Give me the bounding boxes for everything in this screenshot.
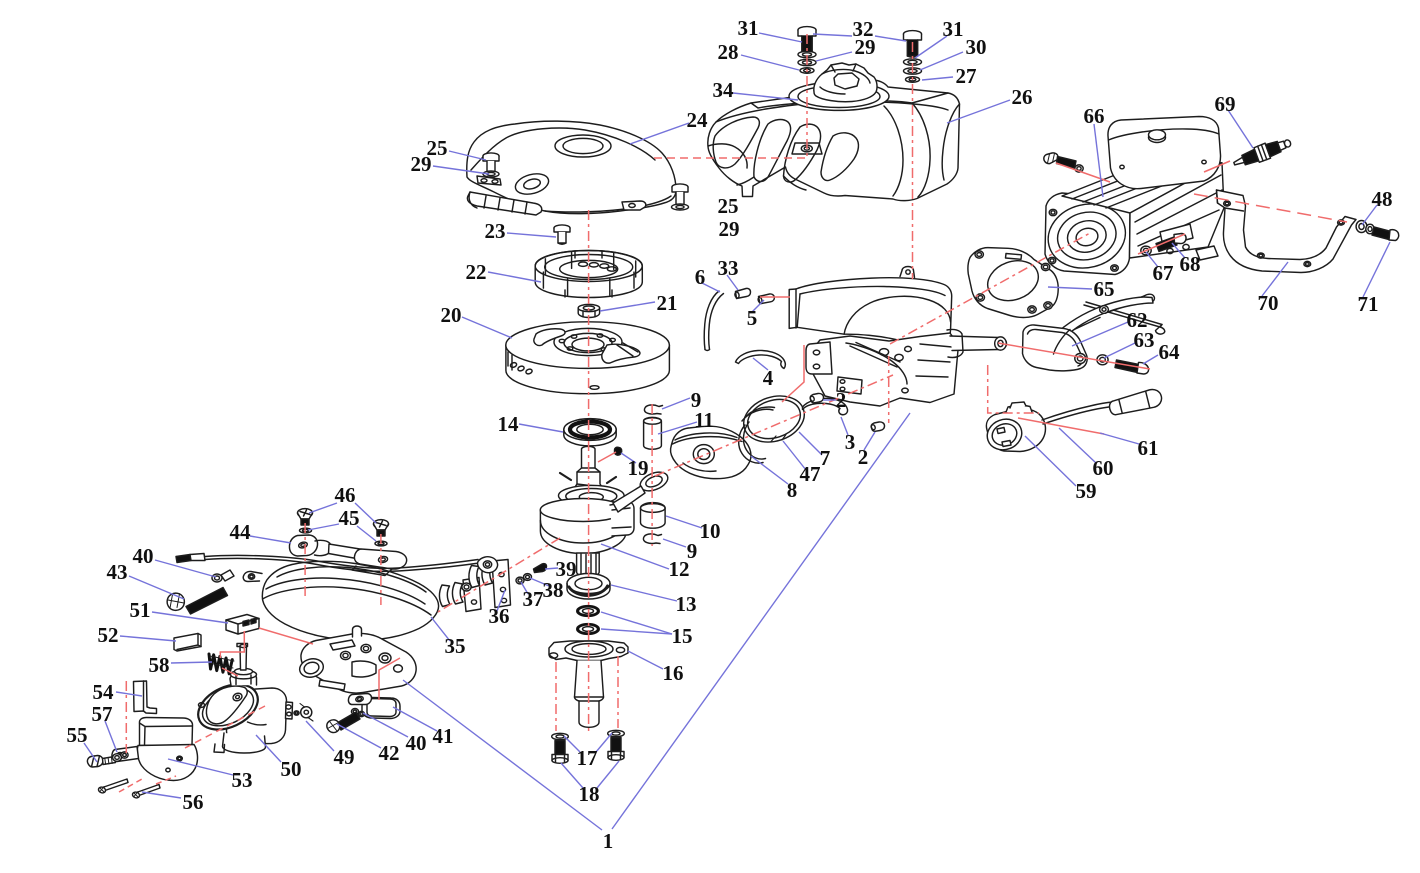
svg-text:9: 9 xyxy=(687,539,698,563)
svg-text:17: 17 xyxy=(577,746,598,770)
svg-text:6: 6 xyxy=(695,265,706,289)
svg-text:59: 59 xyxy=(1076,479,1097,503)
svg-text:30: 30 xyxy=(966,35,987,59)
svg-text:31: 31 xyxy=(943,17,964,41)
svg-text:29: 29 xyxy=(411,152,432,176)
svg-text:16: 16 xyxy=(663,661,684,685)
svg-text:44: 44 xyxy=(230,520,252,544)
svg-text:19: 19 xyxy=(628,456,649,480)
svg-text:21: 21 xyxy=(657,291,678,315)
svg-text:58: 58 xyxy=(149,653,170,677)
svg-text:31: 31 xyxy=(738,16,759,40)
svg-text:49: 49 xyxy=(334,745,355,769)
svg-text:50: 50 xyxy=(281,757,302,781)
svg-text:32: 32 xyxy=(853,17,874,41)
svg-text:12: 12 xyxy=(669,557,690,581)
svg-text:3: 3 xyxy=(845,430,856,454)
svg-text:4: 4 xyxy=(763,366,774,390)
svg-text:9: 9 xyxy=(691,388,702,412)
svg-text:55: 55 xyxy=(67,723,88,747)
svg-text:63: 63 xyxy=(1134,328,1155,352)
svg-text:27: 27 xyxy=(956,64,977,88)
svg-text:48: 48 xyxy=(1372,187,1393,211)
svg-text:39: 39 xyxy=(556,557,577,581)
svg-text:53: 53 xyxy=(232,768,253,792)
svg-text:56: 56 xyxy=(183,790,204,814)
svg-text:29: 29 xyxy=(719,217,740,241)
svg-text:71: 71 xyxy=(1358,292,1379,316)
svg-text:29: 29 xyxy=(855,35,876,59)
svg-text:40: 40 xyxy=(133,544,154,568)
svg-text:42: 42 xyxy=(379,741,400,765)
svg-text:54: 54 xyxy=(93,680,115,704)
svg-text:52: 52 xyxy=(98,623,119,647)
svg-text:1: 1 xyxy=(603,829,614,853)
svg-text:23: 23 xyxy=(485,219,506,243)
svg-text:5: 5 xyxy=(747,306,758,330)
svg-text:18: 18 xyxy=(579,782,600,806)
svg-text:68: 68 xyxy=(1180,252,1201,276)
svg-text:65: 65 xyxy=(1094,277,1115,301)
svg-text:69: 69 xyxy=(1215,92,1236,116)
svg-text:8: 8 xyxy=(787,478,798,502)
svg-text:25: 25 xyxy=(427,136,448,160)
svg-text:33: 33 xyxy=(718,256,739,280)
svg-text:67: 67 xyxy=(1153,261,1174,285)
svg-text:24: 24 xyxy=(687,108,709,132)
svg-text:57: 57 xyxy=(92,702,113,726)
svg-text:60: 60 xyxy=(1093,456,1114,480)
svg-text:36: 36 xyxy=(489,604,510,628)
svg-text:10: 10 xyxy=(700,519,721,543)
svg-text:35: 35 xyxy=(445,634,466,658)
svg-text:64: 64 xyxy=(1159,340,1181,364)
svg-text:47: 47 xyxy=(800,462,821,486)
svg-text:13: 13 xyxy=(676,592,697,616)
svg-text:25: 25 xyxy=(718,194,739,218)
svg-text:62: 62 xyxy=(1127,308,1148,332)
svg-text:43: 43 xyxy=(107,560,128,584)
svg-text:37: 37 xyxy=(523,587,544,611)
svg-text:7: 7 xyxy=(820,446,831,470)
svg-text:2: 2 xyxy=(858,445,869,469)
svg-text:45: 45 xyxy=(339,506,360,530)
svg-text:2: 2 xyxy=(836,388,847,412)
svg-text:34: 34 xyxy=(713,78,735,102)
svg-text:61: 61 xyxy=(1138,436,1159,460)
svg-text:11: 11 xyxy=(694,408,714,432)
svg-text:38: 38 xyxy=(543,578,564,602)
svg-text:66: 66 xyxy=(1084,104,1105,128)
svg-text:41: 41 xyxy=(433,724,454,748)
svg-text:20: 20 xyxy=(441,303,462,327)
svg-text:51: 51 xyxy=(130,598,151,622)
svg-text:28: 28 xyxy=(718,40,739,64)
svg-text:46: 46 xyxy=(335,483,356,507)
svg-text:22: 22 xyxy=(466,260,487,284)
svg-text:70: 70 xyxy=(1258,291,1279,315)
svg-text:40: 40 xyxy=(406,731,427,755)
svg-text:15: 15 xyxy=(672,624,693,648)
svg-text:26: 26 xyxy=(1012,85,1033,109)
svg-text:14: 14 xyxy=(498,412,520,436)
